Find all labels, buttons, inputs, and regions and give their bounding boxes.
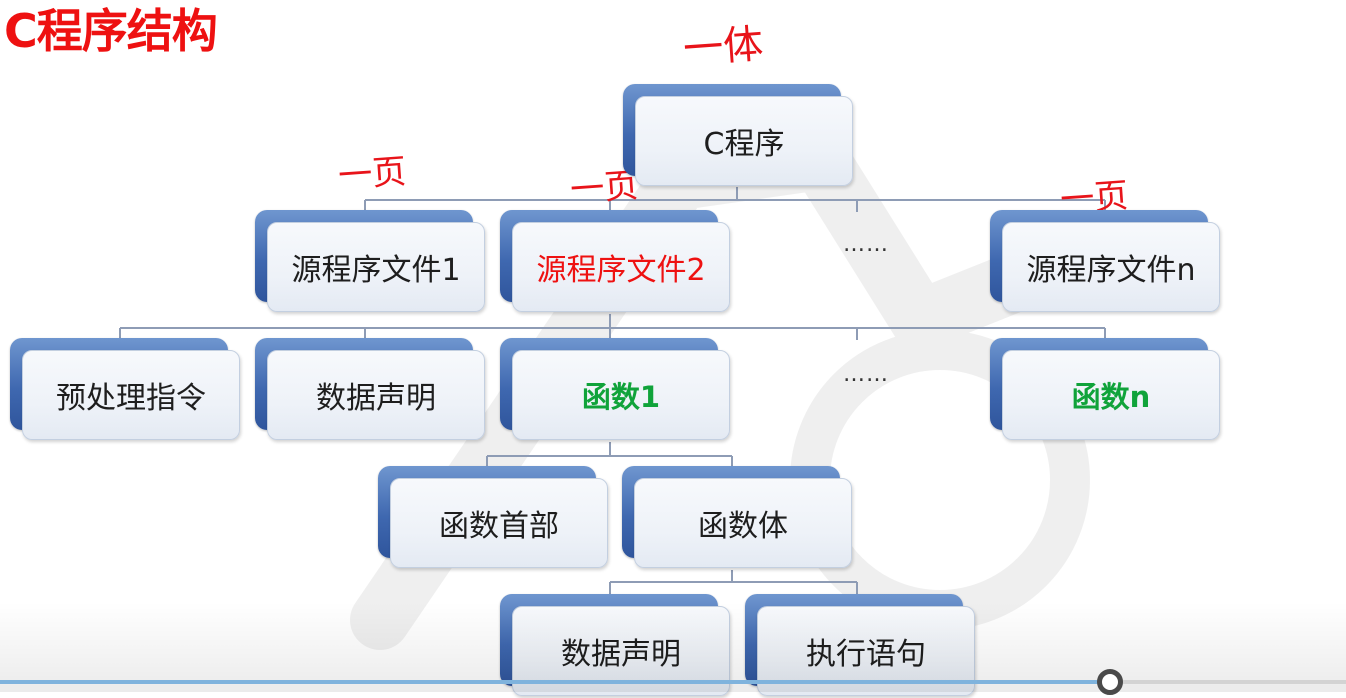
node-data-decl: 数据声明 — [255, 338, 487, 442]
ellipsis-row1: …… — [843, 232, 889, 257]
node-label: 函数体 — [698, 509, 788, 544]
node-label: C程序 — [703, 127, 785, 162]
node-root: C程序 — [623, 84, 855, 188]
page-title: C程序结构 — [4, 4, 218, 58]
node-label: 源程序文件n — [1026, 253, 1196, 288]
node-label: 函数n — [1071, 380, 1151, 414]
node-func1: 函数1 — [500, 338, 732, 442]
node-func-header: 函数首部 — [378, 466, 610, 570]
video-progress-bar[interactable] — [0, 680, 1346, 684]
node-filen: 源程序文件n — [990, 210, 1222, 314]
node-file2: 源程序文件2 — [500, 210, 732, 314]
video-progress-fill — [0, 680, 1110, 684]
node-label: 预处理指令 — [56, 381, 206, 416]
node-label: 数据声明 — [316, 381, 436, 416]
node-label: 函数首部 — [439, 509, 559, 544]
node-label: 执行语句 — [806, 637, 926, 672]
video-progress-handle[interactable] — [1097, 669, 1123, 695]
node-funcn: 函数n — [990, 338, 1222, 442]
ellipsis-row2: …… — [843, 362, 889, 387]
node-exec-stmt: 执行语句 — [745, 594, 977, 698]
annotation-top: 一体 — [681, 21, 765, 73]
node-label: 函数1 — [581, 380, 661, 414]
node-file1: 源程序文件1 — [255, 210, 487, 314]
node-preprocess: 预处理指令 — [10, 338, 242, 442]
node-label: 源程序文件2 — [536, 253, 706, 288]
node-label: 数据声明 — [561, 637, 681, 672]
node-func-body: 函数体 — [622, 466, 854, 570]
node-label: 源程序文件1 — [291, 253, 461, 288]
annotation-file1: 一页 — [336, 151, 408, 197]
